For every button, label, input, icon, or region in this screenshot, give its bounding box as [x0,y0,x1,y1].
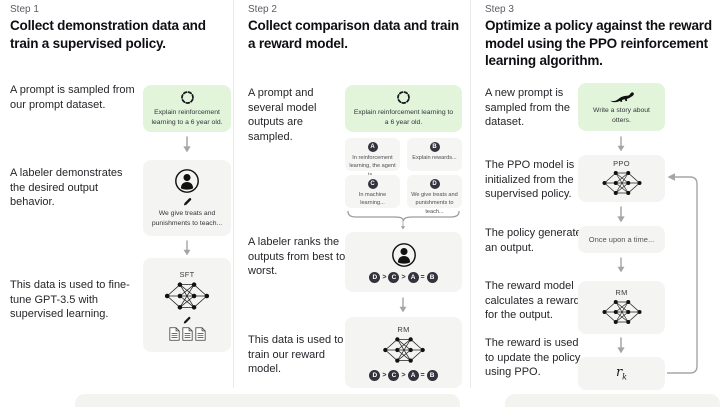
output-text: In reinforcement learning, the agent is.… [349,155,396,178]
step1-prompt-card: Explain reinforcement learning to a 6 ye… [143,85,231,132]
annotation-text: A labeler demonstrates the desired outpu… [10,167,123,209]
annotation-text: The reward model calculates a reward for… [485,280,580,322]
demonstration-text: We give treats and punishments to teach.… [151,209,223,227]
arrow-down-icon [616,206,626,223]
rank-badge: B [426,369,438,381]
step3-ppo-model-card: PPO [578,155,665,202]
ppo-label: PPO [613,159,630,168]
rm-label: RM [615,288,628,297]
step2-reward-model-card: RM D > C > A = B [345,317,462,388]
output-text: In machine learning... [358,192,387,207]
generated-output-text: Once upon a time... [588,235,655,244]
annotation-text: The PPO model is initialized from the su… [485,159,575,201]
next-section-card-edge [75,394,460,407]
sft-label: SFT [179,269,195,279]
output-letter-badge: C [367,179,378,189]
rank-separator: > [401,273,406,281]
step3-prompt-text: Write a story about otters. [593,106,650,124]
feedback-loop-icon [667,173,698,374]
step1-label: Step 1 [10,4,39,15]
ranking-row: D > C > A = B [369,369,438,381]
step2-label: Step 2 [248,4,277,15]
output-letter-badge: B [429,142,440,152]
annotation-text: The policy generates an output. [485,227,588,254]
step1-sft-model-card: SFT [143,258,231,352]
documents-icon [182,327,193,341]
otter-icon [609,89,635,104]
step1-prompt-text: Explain reinforcement learning to a 6 ye… [151,108,223,126]
labeler-icon [391,242,417,268]
step3-output-card: Once upon a time... [578,226,665,253]
arrow-down-icon [616,257,626,273]
annotation-text: A new prompt is sampled from the dataset… [485,87,570,129]
step2-prompt-card: Explain reinforcement learning to a 6 ye… [345,85,462,132]
output-text: We give treats and punishments to teach.… [411,192,458,215]
arrow-down-icon [616,136,626,152]
column-divider [470,0,471,388]
arrow-down-icon [182,136,192,153]
annotation-text: This data is used to train our reward mo… [248,334,344,376]
rank-badge: B [426,271,438,283]
model-icon [601,297,643,327]
annotation-text: A labeler ranks the outputs from best to… [248,236,346,278]
rank-badge: A [407,271,419,283]
next-section-card-edge [505,394,720,407]
rank-badge: A [407,369,419,381]
step1-title: Collect demonstration data and train a s… [10,18,206,51]
output-letter-badge: D [429,179,440,189]
rank-separator: > [382,371,387,379]
sampling-icon [396,90,411,105]
annotation-text: A prompt is sampled from our prompt data… [10,84,135,111]
step3-title: Optimize a policy against the reward mod… [485,18,712,69]
arrow-down-icon [182,240,192,256]
rank-badge: D [369,369,381,381]
sampling-icon [180,90,195,105]
column-divider [233,0,234,388]
output-card-a: A In reinforcement learning, the agent i… [345,138,400,178]
model-icon [382,334,426,366]
step2-title: Collect comparison data and train a rewa… [248,18,459,51]
annotation-text: A prompt and several model outputs are s… [248,87,317,143]
output-card-b: B Explain rewards... [407,138,462,171]
step1-labeler-card: We give treats and punishments to teach.… [143,160,231,236]
documents-row [169,327,206,341]
rank-separator: > [401,371,406,379]
write-icon [182,196,193,207]
step3-prompt-card: Write a story about otters. [578,83,665,131]
output-letter-badge: A [367,142,378,152]
rank-badge: C [388,369,400,381]
annotation-text: The reward is used to update the policy … [485,337,581,379]
step2-prompt-text: Explain reinforcement learning to a 6 ye… [353,108,454,126]
rank-separator: > [382,273,387,281]
step3-label: Step 3 [485,4,514,15]
output-card-c: C In machine learning... [345,175,400,208]
arrow-down-icon [616,337,626,354]
arrow-down-icon [398,297,408,313]
write-icon [182,315,192,325]
rank-badge: C [388,271,400,283]
model-icon [164,279,210,313]
model-icon [601,168,643,198]
ranking-row: D > C > A = B [369,271,438,283]
annotation-text: This data is used to fine-tune GPT-3.5 w… [10,279,130,321]
documents-icon [195,327,206,341]
output-card-d: D We give treats and punishments to teac… [407,175,462,215]
rank-separator: = [420,273,425,281]
reward-value: rk [615,365,628,382]
step2-labeler-card: D > C > A = B [345,232,462,292]
labeler-icon [174,168,200,194]
step3-reward-value-card: rk [578,357,665,390]
rank-separator: = [420,371,425,379]
arrow-down-icon [398,220,408,230]
rm-label: RM [397,324,410,334]
rank-badge: D [369,271,381,283]
documents-icon [169,327,180,341]
step3-reward-model-card: RM [578,281,665,334]
output-text: Explain rewards... [412,155,457,161]
